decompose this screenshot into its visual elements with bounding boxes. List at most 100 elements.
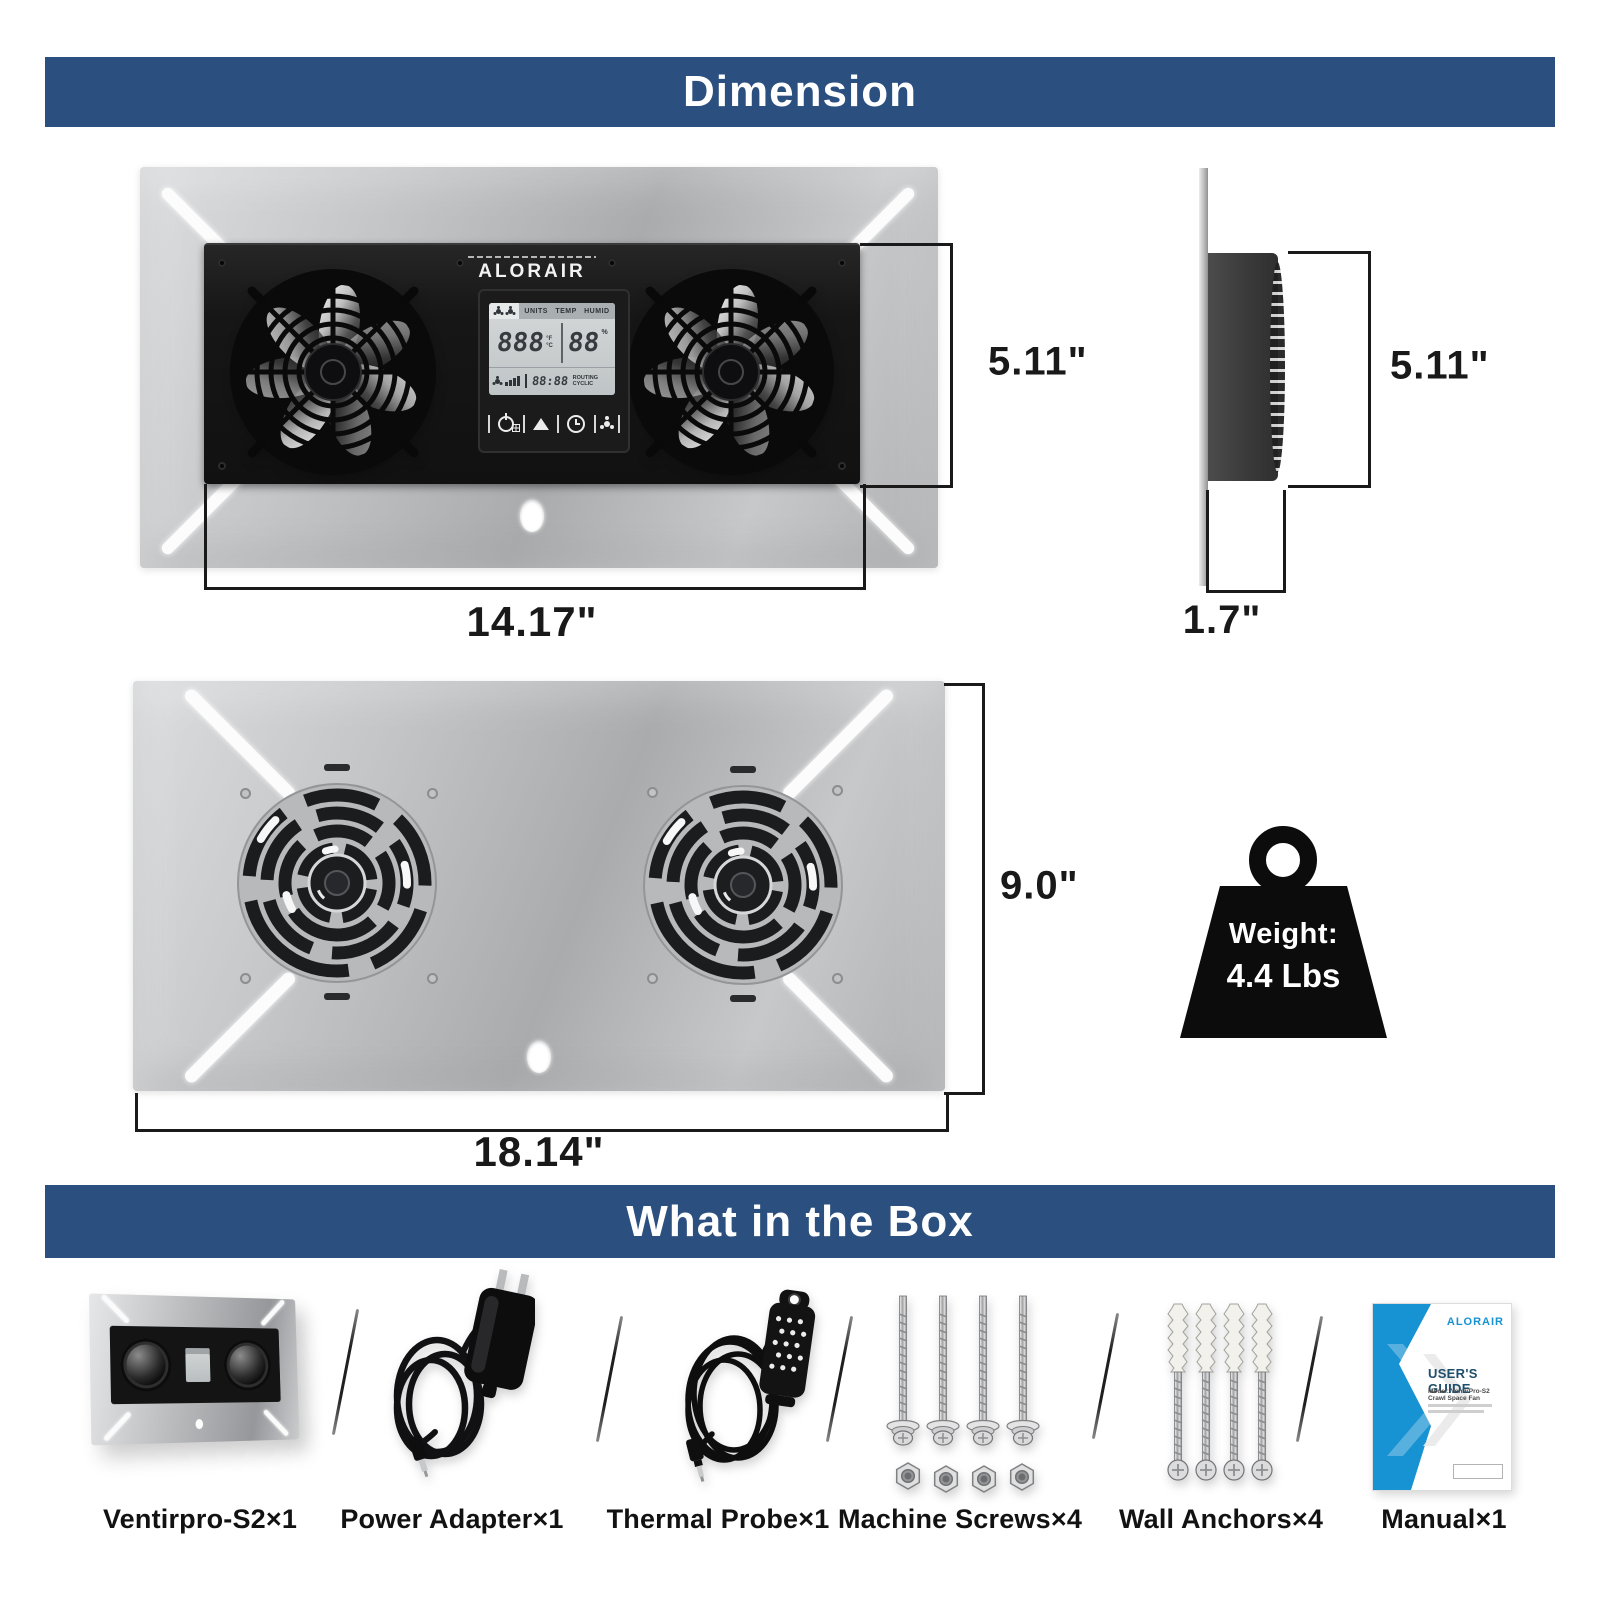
grille-tab: [324, 993, 350, 1000]
corner-slot-icon: [182, 969, 298, 1086]
plate-screw-icon: [427, 788, 438, 799]
side-view-grille-icon: [1270, 262, 1285, 472]
box-section-header: What in the Box: [45, 1185, 1555, 1258]
fan-speed-icon: [495, 378, 500, 384]
lcd-units-labels: UNITS TEMP HUMID: [519, 303, 615, 319]
power-button-icon: [498, 416, 521, 432]
weight-icon: Weight: 4.4 Lbs: [1180, 886, 1387, 1038]
item-separator: [1091, 1312, 1120, 1440]
item-label-power-adapter: Power Adapter×1: [340, 1504, 564, 1534]
item-label-ventirpro: Ventirpro-S2×1: [102, 1504, 298, 1534]
manual-image: ALORAIR USER'S GUIDE Model: VentirPro-S2…: [1372, 1303, 1512, 1491]
manual-model-line: Model: VentirPro-S2 Crawl Space Fan: [1428, 1388, 1490, 1402]
fan-module: ALORAIR UNITS TEMP HUMID 88: [204, 243, 860, 484]
manual-footer-box: [1453, 1464, 1503, 1479]
back-height-bracket: [944, 683, 985, 1095]
control-buttons: [486, 407, 622, 441]
item-label-wall-anchors: Wall Anchors×4: [1118, 1504, 1324, 1534]
power-adapter-image: [393, 1269, 535, 1478]
lcd-humidity-unit: %: [601, 329, 608, 336]
fan-icon: [495, 308, 501, 314]
side-depth-bracket: [1206, 490, 1286, 593]
mounting-hole: [520, 500, 544, 532]
thumb-fan-icon: [223, 1339, 272, 1391]
weight-icon-handle: [1249, 826, 1317, 894]
thumb-fan-icon: [119, 1337, 172, 1392]
module-screw-icon: [218, 462, 226, 470]
weight-value: 4.4 Lbs: [1226, 957, 1341, 994]
module-screw-icon: [838, 259, 846, 267]
weight-label: Weight:: [1228, 918, 1339, 950]
lcd-mode-cyclic: CYCLIC: [572, 381, 594, 387]
item-label-thermal-probe: Thermal Probe×1: [606, 1504, 830, 1534]
back-width-bracket: [135, 1093, 949, 1132]
plate-screw-icon: [427, 973, 438, 984]
dimension-section-header: Dimension: [45, 57, 1555, 127]
control-panel: UNITS TEMP HUMID 888 °F °C 88 %: [478, 289, 630, 453]
lcd-temp-value: 888: [495, 328, 546, 358]
side-height-bracket: [1288, 251, 1371, 488]
lcd-fan-icons: [489, 303, 519, 319]
lcd-humidity-value: 88: [566, 328, 602, 358]
thermal-probe-image: [685, 1289, 816, 1482]
box-section-title: What in the Box: [626, 1196, 974, 1246]
module-screw-icon: [838, 462, 846, 470]
item-label-manual: Manual×1: [1381, 1504, 1507, 1534]
back-left-grille-icon: [234, 780, 440, 986]
up-button-icon: [532, 418, 549, 430]
brand-name: ALORAIR: [478, 261, 586, 282]
side-height-label: 5.11": [1390, 343, 1490, 388]
manual-brand: ALORAIR: [1446, 1316, 1504, 1328]
wall-anchors-image: [1167, 1303, 1273, 1481]
module-screw-icon: [218, 259, 226, 267]
side-view-plate-edge: [1199, 168, 1208, 586]
lcd-temp-unit-f: °F: [546, 336, 553, 342]
item-separator: [1295, 1315, 1324, 1443]
plate-screw-icon: [832, 973, 843, 984]
lcd-timer-value: 88:88: [530, 374, 569, 388]
left-fan-icon: [230, 269, 436, 475]
item-separator: [825, 1315, 854, 1443]
side-depth-label: 1.7": [1182, 598, 1262, 642]
dimension-title: Dimension: [683, 67, 917, 116]
front-height-bracket: [860, 243, 953, 488]
item-label-machine-screws: Machine Screws×4: [837, 1504, 1083, 1534]
back-width-label: 18.14": [473, 1128, 605, 1175]
manual-title: USER'S GUIDE: [1428, 1366, 1478, 1396]
machine-screws-image: [886, 1295, 1040, 1493]
lcd-display: UNITS TEMP HUMID 888 °F °C 88 %: [489, 303, 615, 395]
plate-screw-icon: [647, 973, 658, 984]
module-screw-icon: [456, 259, 464, 267]
fan-button-icon: [603, 421, 610, 427]
ventirpro-product-image: [88, 1293, 300, 1446]
item-separator: [331, 1308, 360, 1436]
lcd-temp-unit-c: °C: [546, 343, 553, 349]
grille-tab: [730, 766, 756, 773]
brand-tagline-line: [468, 256, 596, 258]
lcd-mode-routing: ROUTING: [572, 375, 598, 381]
brand-logo: ALORAIR: [402, 256, 662, 293]
plate-screw-icon: [832, 785, 843, 796]
lcd-separator: [524, 374, 527, 388]
timer-button-icon: [567, 415, 586, 433]
front-width-bracket: [204, 484, 866, 590]
thumb-display: [185, 1347, 211, 1382]
grille-tab: [730, 995, 756, 1002]
item-separator: [595, 1315, 624, 1443]
signal-bars-icon: [505, 376, 520, 386]
front-height-label: 5.11": [988, 339, 1088, 384]
plate-screw-icon: [240, 973, 251, 984]
side-view-fan-body: [1208, 253, 1278, 481]
grille-tab: [324, 764, 350, 771]
thumb-fan-module: [109, 1325, 281, 1404]
plate-screw-icon: [647, 787, 658, 798]
manual-cover-graphic: [1373, 1304, 1471, 1490]
front-width-label: 14.17": [466, 598, 598, 645]
plate-screw-icon: [240, 788, 251, 799]
fan-icon: [507, 308, 513, 314]
right-fan-icon: [628, 269, 834, 475]
back-right-grille-icon: [640, 782, 846, 988]
lcd-divider: [561, 323, 563, 363]
mounting-hole: [527, 1041, 551, 1073]
